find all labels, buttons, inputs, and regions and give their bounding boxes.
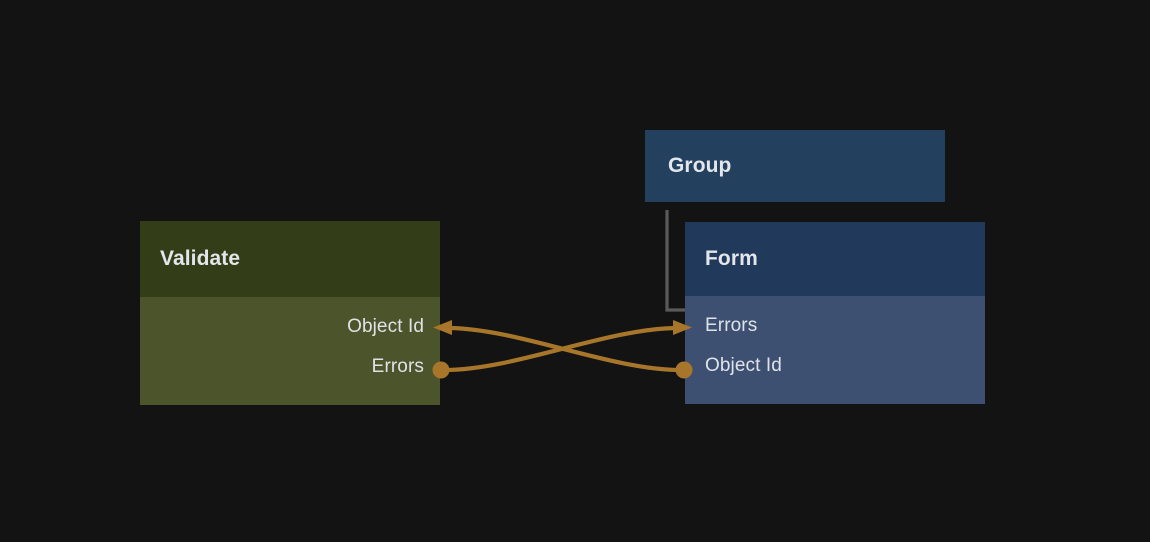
node-group-header[interactable]: Group [645,130,945,202]
node-validate-title: Validate [160,247,241,270]
node-group-title: Group [668,154,732,177]
node-validate[interactable]: Validate Object Id Errors [140,221,440,405]
port-form-object-id-label: Object Id [705,355,782,376]
port-form-errors-label: Errors [705,315,758,336]
node-validate-header[interactable]: Validate [140,221,440,297]
node-form-body: Errors Object Id [685,296,985,404]
port-form-errors[interactable]: Errors [685,306,985,346]
port-validate-errors[interactable]: Errors [140,347,440,387]
port-form-object-id[interactable]: Object Id [685,346,985,386]
node-form-header[interactable]: Form [685,222,985,296]
connector-validate-errors-to-form-errors[interactable] [432,320,693,379]
node-form-title: Form [705,247,758,270]
node-group[interactable]: Group [645,130,945,202]
node-form[interactable]: Form Errors Object Id [685,222,985,404]
port-validate-object-id-label: Object Id [347,316,424,337]
connector-form-objectid-to-validate-objectid[interactable] [433,320,693,379]
node-validate-body: Object Id Errors [140,297,440,405]
port-validate-object-id[interactable]: Object Id [140,307,440,347]
port-validate-errors-label: Errors [371,356,424,377]
